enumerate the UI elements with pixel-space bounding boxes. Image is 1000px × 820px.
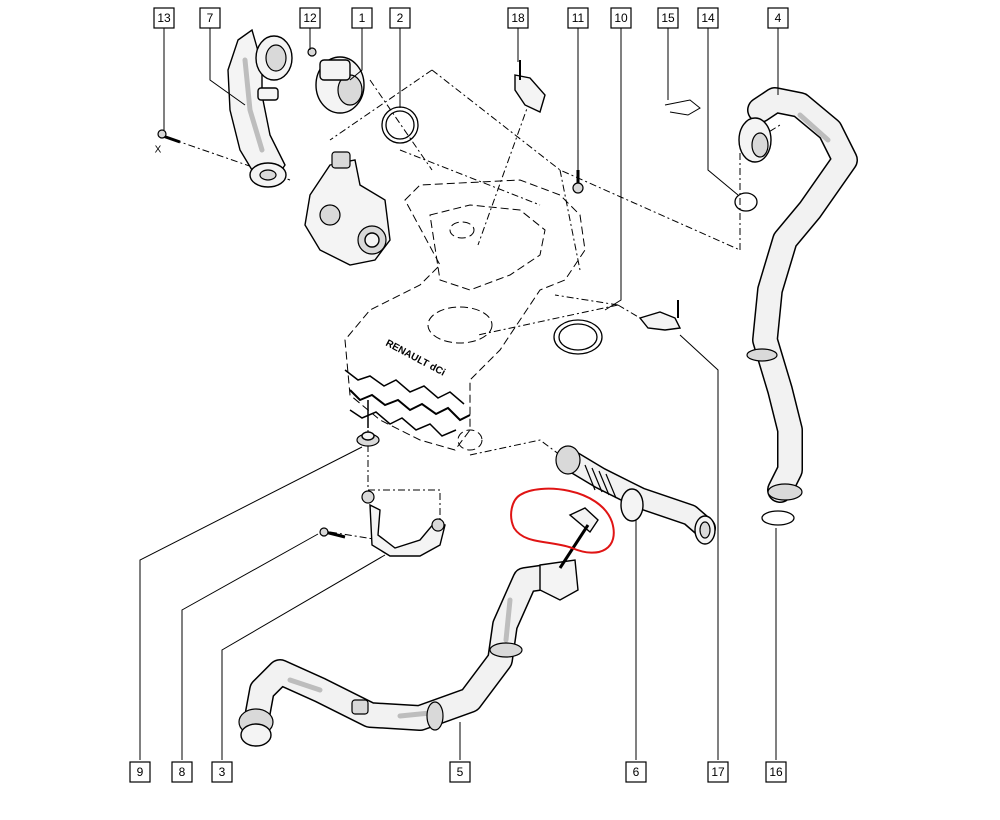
callout-18: 18 [507,7,529,29]
turbo-housing [304,151,391,266]
callout-15: 15 [657,7,679,29]
callout-5: 5 [449,761,471,783]
callout-label: 6 [633,765,640,779]
part-10-seal [553,319,603,355]
part-2-seal-ring [381,106,419,144]
callout-label: 17 [711,765,725,779]
red-highlight-circle [510,487,615,554]
part-9-grommet [356,400,380,447]
part-1-throttle-body [307,47,365,114]
callout-label: 1 [359,11,366,25]
callout-label: 10 [614,11,628,25]
callout-16: 16 [765,761,787,783]
callout-1: 1 [351,7,373,29]
callout-label: 13 [157,11,171,25]
callout-14: 14 [697,7,719,29]
callout-3: 3 [211,761,233,783]
callout-11: 11 [567,7,589,29]
callout-label: 16 [769,765,783,779]
leader-lines [139,28,779,760]
callout-label: 2 [397,11,404,25]
callout-7: 7 [199,7,221,29]
part-15-clip [664,99,701,116]
part-16-o-ring [761,510,795,526]
callout-label: 5 [457,765,464,779]
callout-12: 12 [299,7,321,29]
part-14-o-ring [734,192,758,212]
part-7-intake-pipe [227,28,293,188]
callout-label: 7 [207,11,214,25]
part-4-hose [738,87,858,503]
callout-10: 10 [610,7,632,29]
callout-9: 9 [129,761,151,783]
callout-label: 9 [137,765,144,779]
part-6-pipe [555,445,716,545]
part-17-clip [638,300,682,331]
callout-label: 4 [775,11,782,25]
callout-label: 15 [661,11,675,25]
callout-13: 13 [153,7,175,29]
axis-marker: X [155,145,162,156]
part-11-bolt [572,170,584,194]
callout-label: 12 [303,11,317,25]
circled-sensor [510,487,615,569]
part-18-bracket [514,60,546,113]
callout-label: 18 [511,11,525,25]
part-5-hose [238,559,579,747]
callout-6: 6 [625,761,647,783]
assembly-lines [159,69,781,541]
part-3-bracket [361,490,446,557]
callout-2: 2 [389,7,411,29]
part-8-bolt [319,527,346,539]
callout-label: 8 [179,765,186,779]
callout-8: 8 [171,761,193,783]
part-13-bolt: X [155,129,181,156]
brand-label: RENAULT dCi [384,338,448,379]
callout-label: 14 [701,11,715,25]
callout-label: 11 [572,11,585,25]
callout-4: 4 [767,7,789,29]
callout-label: 3 [219,765,226,779]
callout-17: 17 [707,761,729,783]
